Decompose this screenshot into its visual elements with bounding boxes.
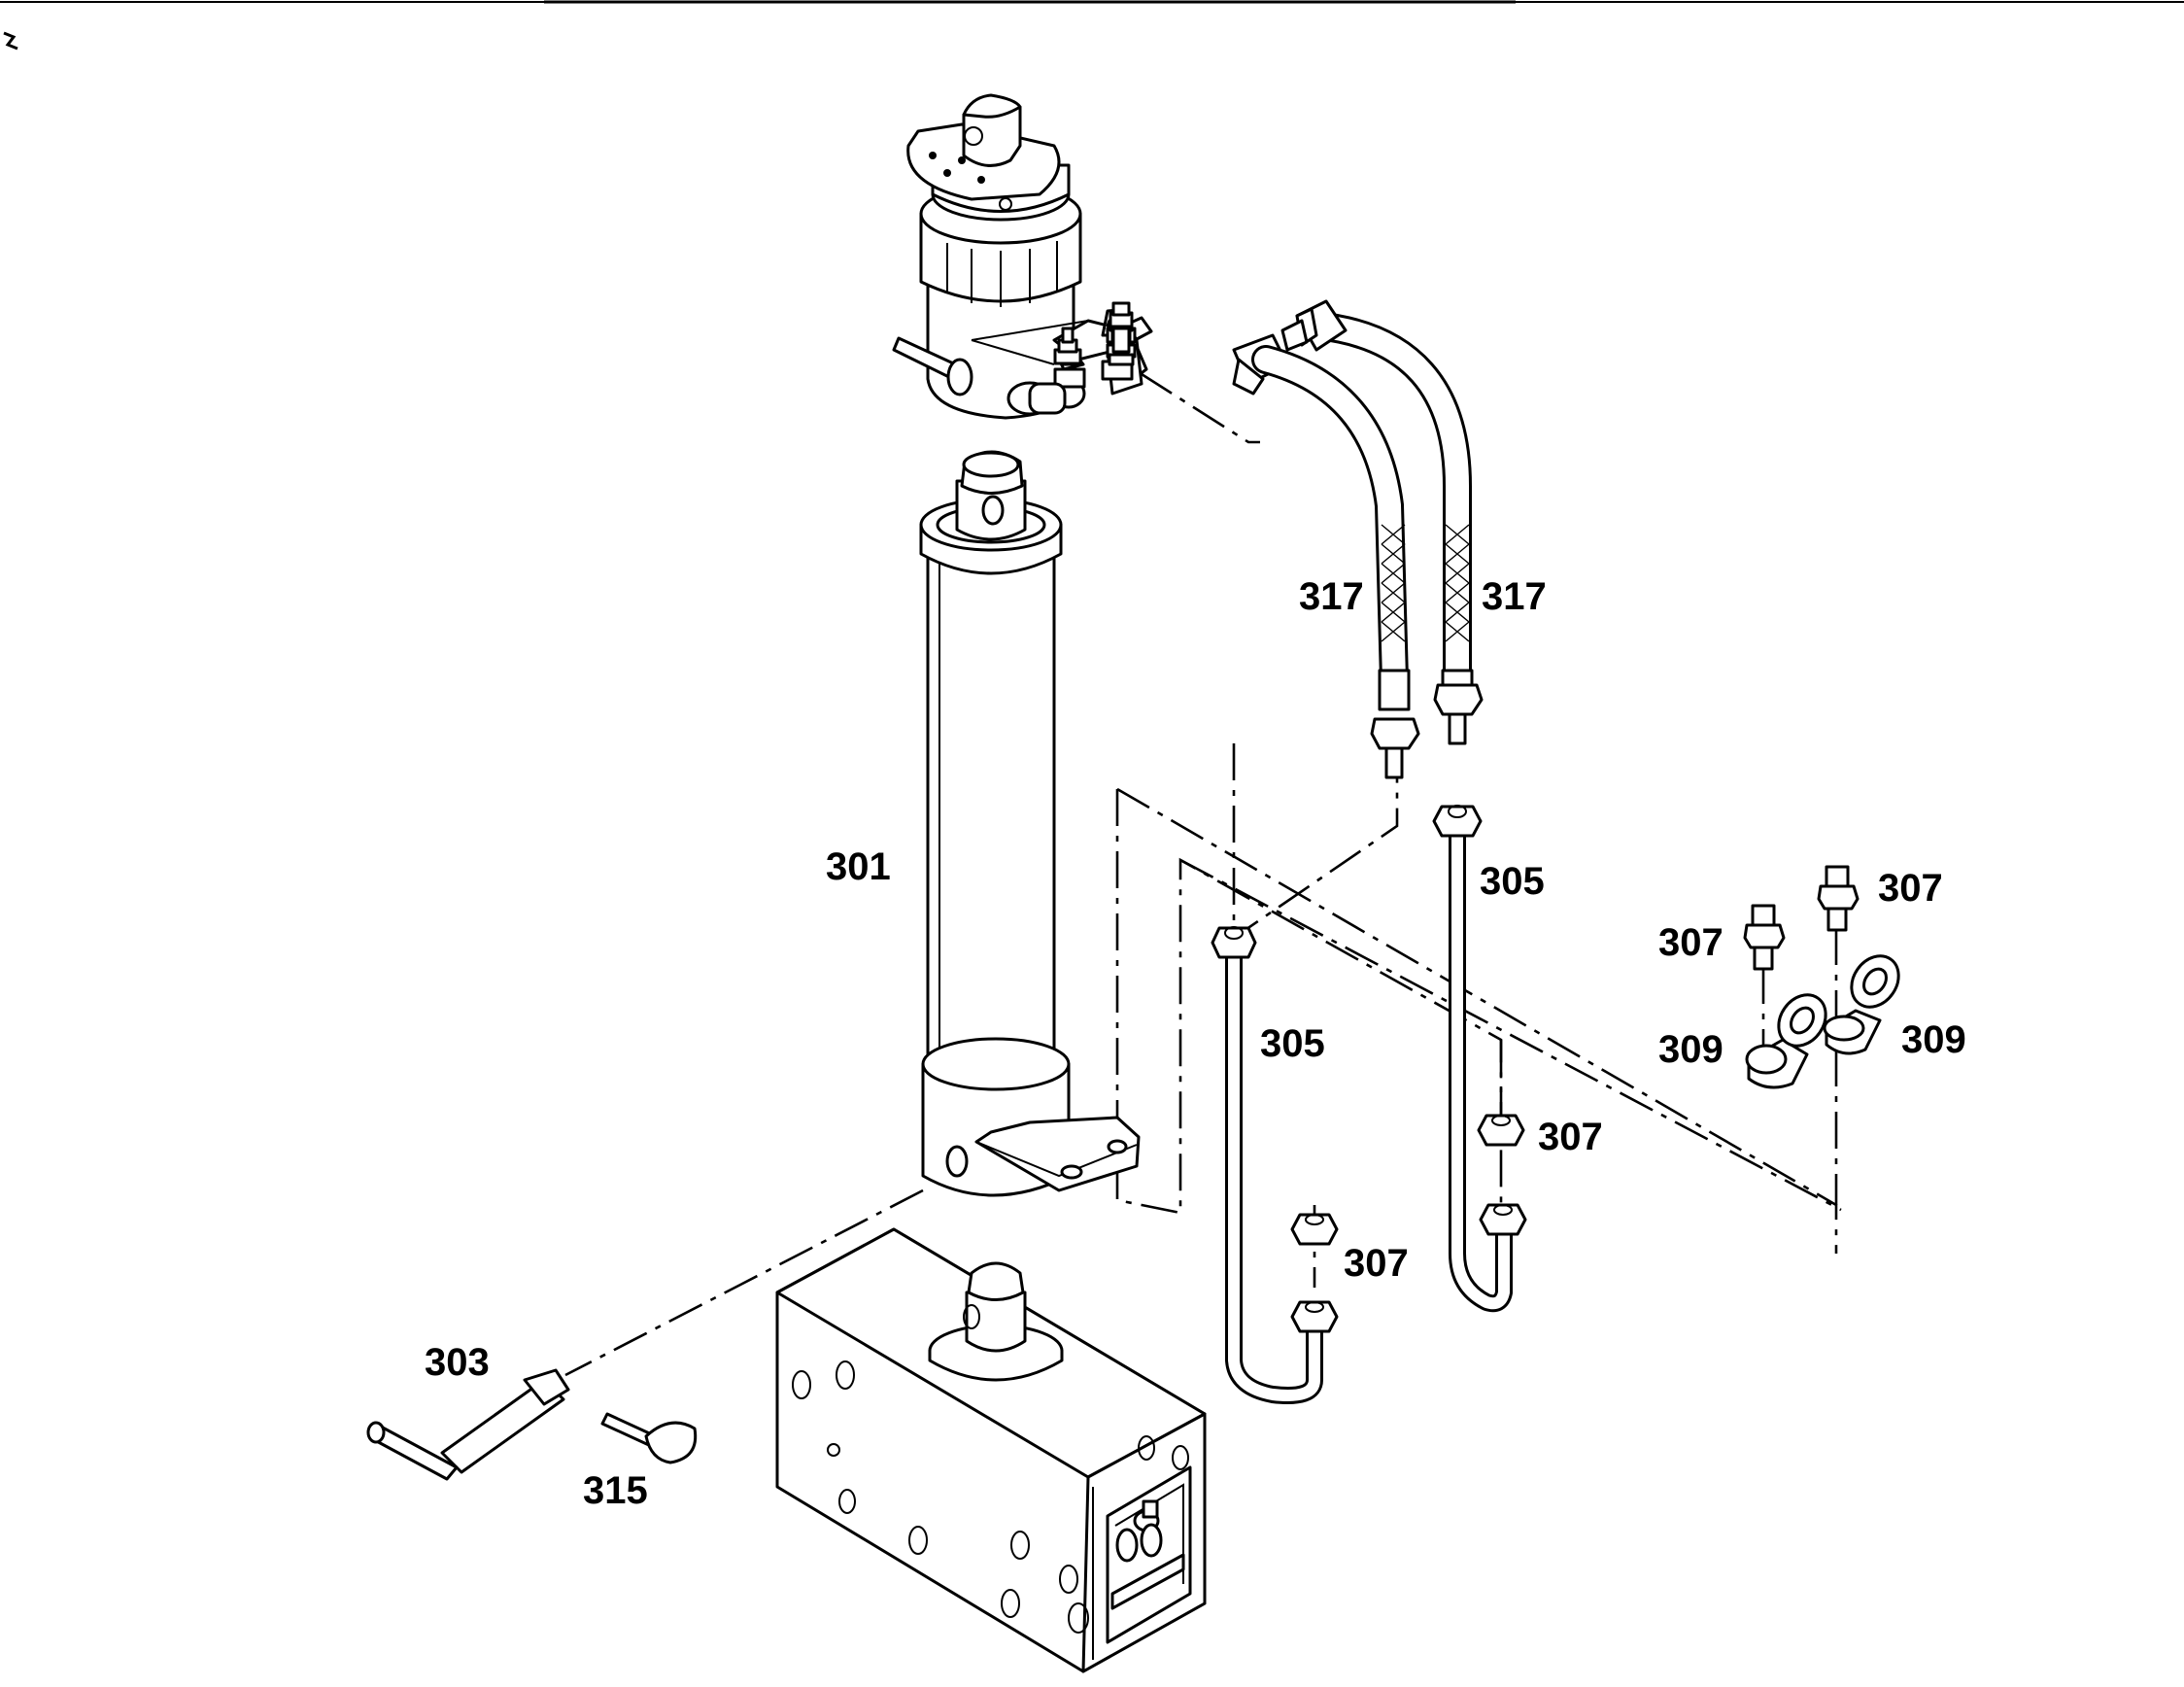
tube-305-right [1432,805,1513,1313]
banjo-309-left [1745,993,1827,1089]
pin-303 [366,1368,570,1481]
banjo-309-right [1823,954,1900,1055]
callout-307-center: 307 [1344,1242,1409,1285]
clip-315 [600,1412,698,1464]
nut-307-right-upper [1477,1114,1525,1147]
tube-305-left [1211,926,1323,1404]
callout-309-right: 309 [1901,1018,1966,1061]
callout-307-upper-left: 307 [1658,921,1723,964]
fitting-307-right [1817,865,1860,932]
callout-labels: 301 303 305 305 307 307 307 307 309 309 … [425,575,1966,1512]
callout-301: 301 [826,845,891,888]
callout-309-left: 309 [1658,1028,1723,1071]
top-border-line [0,0,2184,51]
valve-head-assembly [892,93,1153,420]
callout-303: 303 [425,1341,490,1384]
nut-307-center-lower [1290,1300,1339,1333]
fitting-307-left [1743,904,1786,971]
hydraulic-hoses-317 [1232,299,1484,779]
callout-317-right: 317 [1482,575,1547,618]
base-housing [775,1227,1207,1673]
callout-307-right-tube: 307 [1538,1116,1603,1158]
nut-307-center [1290,1213,1339,1246]
callout-317-left: 317 [1299,575,1364,618]
callout-305-right: 305 [1480,860,1545,903]
callout-305-left: 305 [1260,1022,1325,1065]
callout-315: 315 [583,1469,648,1512]
callout-307-upper-right: 307 [1878,867,1943,910]
hydraulic-cylinder-301 [919,450,1141,1197]
nut-307-right-lower [1479,1203,1527,1236]
assembly-leader-lines [564,338,1842,1377]
